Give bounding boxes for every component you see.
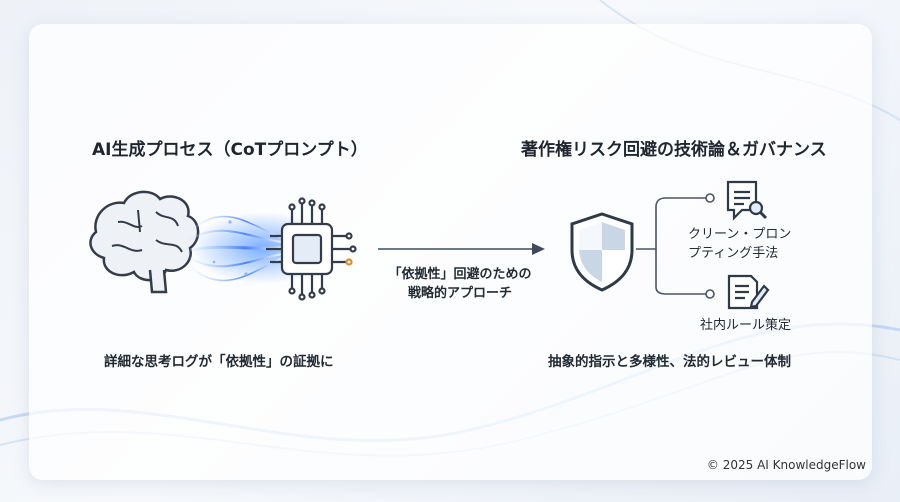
- strategy-label-line2: 戦略的アプローチ: [407, 286, 512, 301]
- left-title: AI生成プロセス（CoTプロンプト）: [92, 140, 368, 160]
- shield-icon: [570, 212, 634, 292]
- arrow-icon: [378, 243, 545, 255]
- branch-connector: [636, 193, 715, 299]
- document-edit-icon: [727, 274, 770, 310]
- clean-prompting-label: クリーン・プロン プティング手法: [688, 225, 791, 263]
- chip-icon: [266, 197, 357, 301]
- clean-prompting-line2: プティング手法: [688, 246, 779, 261]
- document-search-icon: [726, 180, 768, 221]
- strategy-label-line1: 「依拠性」回避のための: [388, 267, 532, 282]
- copyright-footer: © 2025 AI KnowledgeFlow: [706, 458, 866, 472]
- clean-prompting-line1: クリーン・プロン: [688, 227, 792, 242]
- right-title: 著作権リスク回避の技術論＆ガバナンス: [521, 140, 827, 160]
- right-caption: 抽象的指示と多様性、法的レビュー体制: [548, 354, 791, 370]
- strategy-label: 「依拠性」回避のための 戦略的アプローチ: [360, 265, 560, 303]
- left-caption: 詳細な思考ログが「依拠性」の証拠に: [104, 354, 334, 370]
- internal-rules-label: 社内ルール策定: [700, 318, 792, 333]
- brain-icon: [89, 190, 200, 294]
